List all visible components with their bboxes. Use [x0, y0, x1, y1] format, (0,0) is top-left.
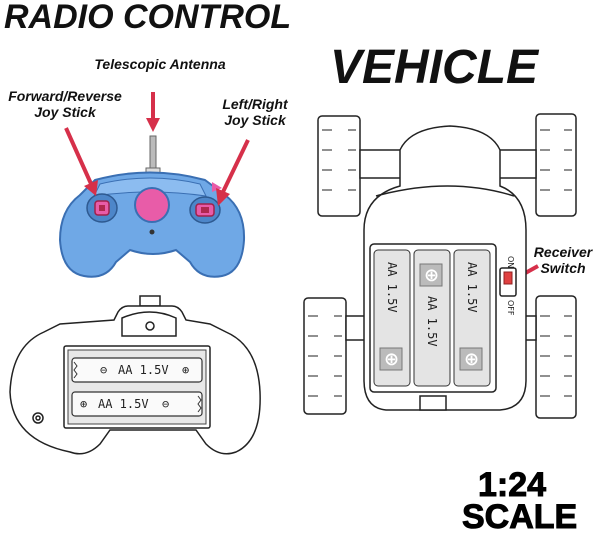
remote-back-antenna-stub: [139, 295, 161, 307]
wheel-rear-right: [535, 295, 577, 419]
wheel-tread-fl: [322, 129, 356, 191]
right-marker: [212, 182, 222, 192]
receiver-switch: [503, 271, 513, 285]
vehicle-battery-2-plus: ⊕: [424, 265, 439, 286]
scale-word: SCALE: [461, 498, 578, 537]
label-left-right-line1: Left/Right: [222, 96, 288, 112]
wheel-rear-left: [303, 297, 347, 415]
remote-top-ridge: [93, 177, 207, 197]
vehicle-battery-1-plus: ⊕: [384, 349, 399, 370]
wheel-tread-fr: [540, 129, 572, 191]
vehicle-battery-3-label: AA 1.5V: [465, 262, 479, 313]
forward-reverse-joystick-center: [99, 205, 105, 211]
switch-on-label: ON: [506, 256, 515, 268]
wheel-front-right: [535, 113, 577, 217]
remote-battery-1-plus: ⊕: [182, 363, 189, 377]
label-left-right-line2: Joy Stick: [224, 112, 286, 128]
page-title-radio-control: RADIO CONTROL: [4, 0, 292, 36]
remote-battery-2-plus: ⊕: [80, 397, 87, 411]
left-right-joystick-center: [201, 207, 209, 213]
fwd-arrow-line: [64, 127, 94, 187]
indicator-led: [149, 229, 155, 235]
center-button: [134, 187, 170, 223]
vehicle-battery-3-plus-box: [459, 347, 483, 371]
wheel-front-left: [317, 115, 361, 217]
annotation-arrows: [64, 92, 539, 282]
page-title-vehicle: VEHICLE: [330, 41, 539, 94]
vehicle-battery-1-label: AA 1.5V: [385, 262, 399, 313]
label-forward-reverse-line2: Joy Stick: [34, 104, 96, 120]
remote-back-hole: [32, 412, 44, 424]
remote-battery-1: [71, 357, 203, 383]
remote-battery-1-label: AA 1.5V: [118, 363, 169, 377]
label-receiver-switch: Receiver Switch: [530, 244, 596, 276]
vehicle: [303, 113, 577, 419]
label-telescopic-antenna: Telescopic Antenna: [94, 56, 226, 72]
remote-front: [58, 135, 246, 278]
vehicle-battery-2-label: AA 1.5V: [425, 296, 439, 347]
remote-battery-1-minus: ⊖: [100, 363, 107, 377]
switch-off-label: OFF: [506, 300, 515, 316]
label-receiver-switch-line1: Receiver: [533, 244, 593, 260]
remote-back: [9, 295, 261, 455]
wheel-tread-rl: [308, 315, 342, 397]
remote-battery-2: [71, 391, 203, 417]
remote-battery-2-minus: ⊖: [162, 397, 169, 411]
remote-back-screw: [145, 321, 155, 331]
lr-arrow-line: [220, 139, 250, 195]
remote-back-top-plate: [121, 311, 177, 337]
remote-battery-2-label: AA 1.5V: [98, 397, 149, 411]
label-left-right: Left/Right Joy Stick: [210, 96, 300, 128]
wheel-tread-rr: [540, 315, 572, 397]
vehicle-battery-1-plus-box: [379, 347, 403, 371]
label-receiver-switch-line2: Switch: [540, 260, 586, 276]
label-forward-reverse: Forward/Reverse Joy Stick: [0, 88, 130, 120]
vehicle-body-ridge: [375, 185, 515, 197]
fwd-arrow-head: [84, 180, 98, 196]
vehicle-battery-3-plus: ⊕: [464, 349, 479, 370]
lr-arrow-head: [216, 188, 230, 206]
remote-back-hole-inner: [35, 415, 41, 421]
spring-2: [197, 395, 202, 413]
vehicle-battery-2-plus-box: [419, 263, 443, 287]
vehicle-battery-latch: [419, 395, 447, 411]
spring-1: [73, 361, 78, 379]
scale-ratio: 1:24: [477, 466, 547, 505]
antenna-arrow-head: [146, 118, 160, 132]
label-forward-reverse-line1: Forward/Reverse: [8, 88, 122, 104]
